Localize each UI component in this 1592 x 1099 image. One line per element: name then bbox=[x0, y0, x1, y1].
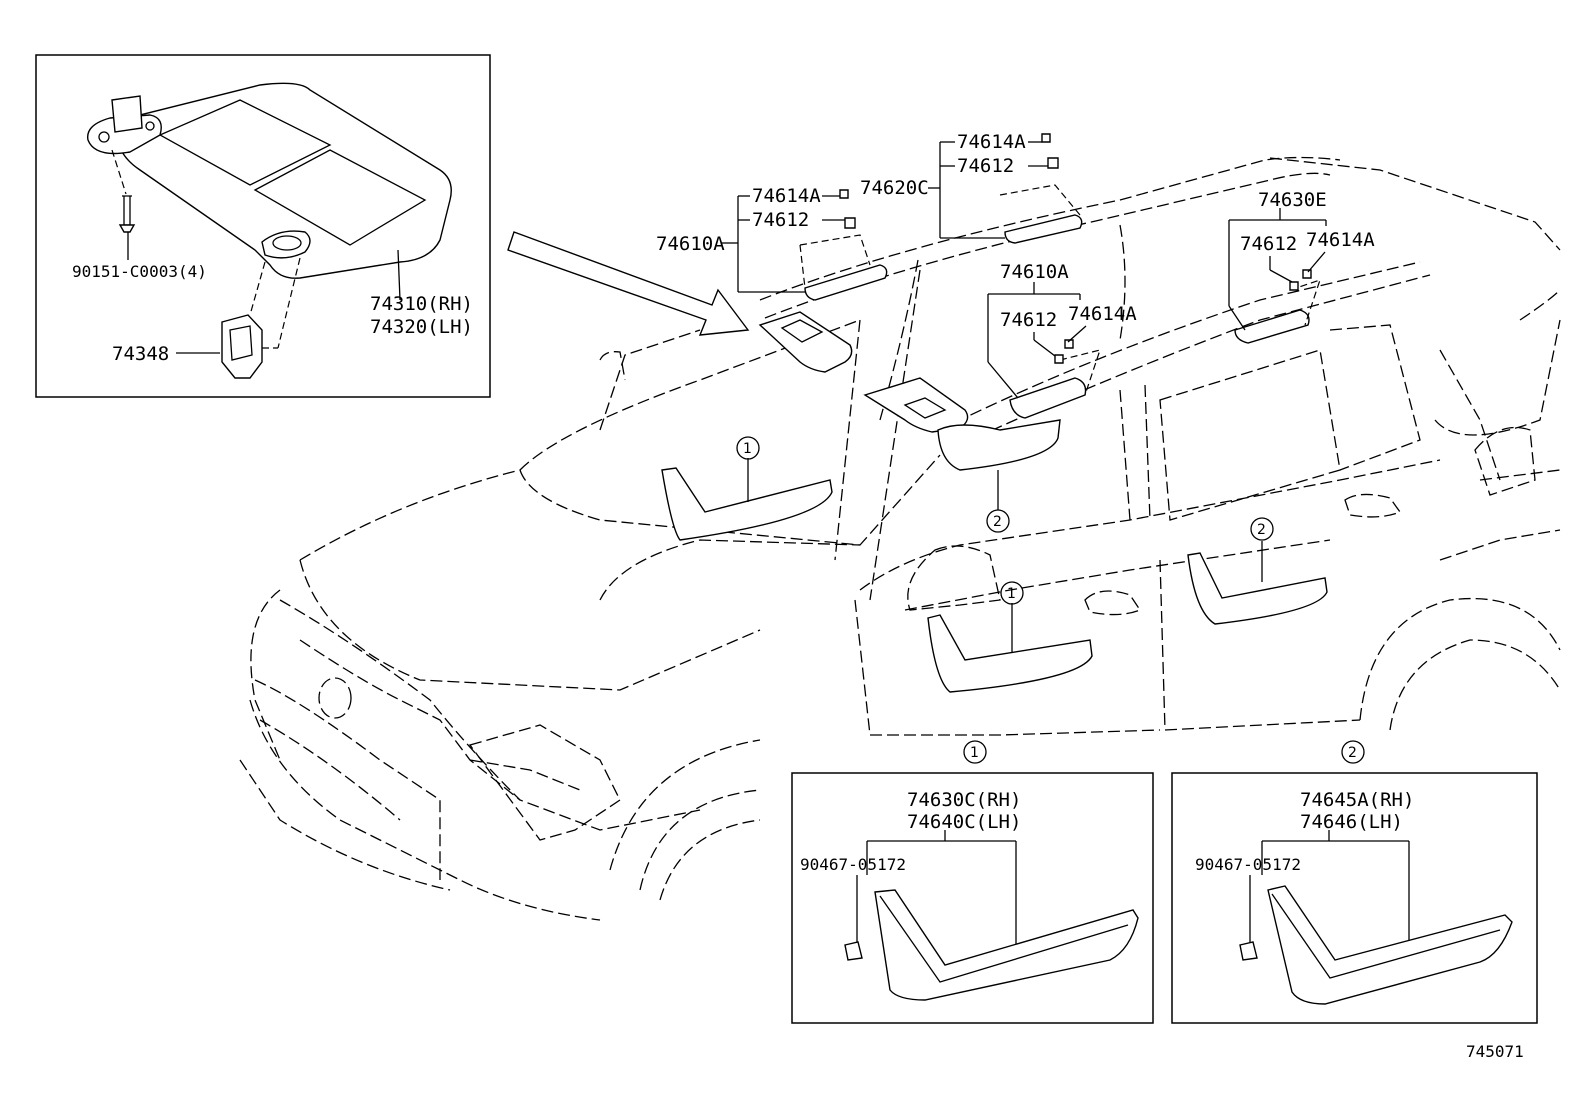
label-grip-fr-screw: 74612 bbox=[1000, 309, 1057, 331]
visor-right-car bbox=[863, 377, 969, 433]
inset-visor-box bbox=[35, 54, 491, 398]
label-visor-lh: 74320(LH) bbox=[370, 316, 473, 338]
label-grip-fl-base: 74610A bbox=[656, 233, 725, 255]
detail-2-part-lh: 74646(LH) bbox=[1300, 811, 1403, 833]
detail-2-marker: 2 bbox=[1348, 745, 1357, 761]
trim-front-left-car bbox=[661, 436, 833, 541]
detail-box-1 bbox=[791, 740, 1154, 1024]
detail-2-clip: 90467-05172 bbox=[1195, 855, 1301, 874]
callout-1-front: 1 bbox=[743, 441, 752, 457]
diagram-id: 745071 bbox=[1466, 1042, 1524, 1061]
label-grip-rear-screw: 74612 bbox=[1240, 233, 1297, 255]
label-grip-rr-base: 74620C bbox=[860, 177, 929, 199]
trim-front-door-car bbox=[927, 581, 1093, 693]
detail-1-part-lh: 74640C(LH) bbox=[907, 811, 1021, 833]
label-grip-rear-base: 74630E bbox=[1258, 189, 1327, 211]
trim-rear-door-car bbox=[1187, 517, 1328, 625]
pointer-arrow bbox=[507, 231, 750, 336]
label-grip-rear-cap: 74614A bbox=[1306, 229, 1375, 251]
grip-rear-roof bbox=[999, 133, 1083, 244]
detail-1-marker: 1 bbox=[970, 745, 979, 761]
label-grip-rr-screw: 74612 bbox=[957, 155, 1014, 177]
label-grip-fr-base: 74610A bbox=[1000, 261, 1069, 283]
trim-rear-left-car bbox=[937, 419, 1061, 533]
detail-2-part-rh: 74645A(RH) bbox=[1300, 789, 1414, 811]
detail-1-clip: 90467-05172 bbox=[800, 855, 906, 874]
label-holder-74348: 74348 bbox=[112, 343, 169, 365]
detail-1-part-rh: 74630C(RH) bbox=[907, 789, 1021, 811]
callout-2-door: 2 bbox=[1257, 522, 1266, 538]
callout-2-front: 2 bbox=[993, 514, 1002, 530]
label-grip-rr-cap: 74614A bbox=[957, 131, 1026, 153]
label-grip-fl-cap: 74614A bbox=[752, 185, 821, 207]
grip-front-right bbox=[1009, 339, 1101, 419]
grip-front-left bbox=[799, 189, 888, 301]
label-screw-90151: 90151-C0003(4) bbox=[72, 262, 207, 281]
leaders-top bbox=[722, 141, 1327, 399]
label-grip-fl-screw: 74612 bbox=[752, 209, 809, 231]
detail-box-2 bbox=[1171, 740, 1538, 1024]
visor-left-car bbox=[758, 311, 853, 373]
label-grip-fr-cap: 74614A bbox=[1068, 303, 1137, 325]
callout-1-door: 1 bbox=[1007, 586, 1016, 602]
grip-rear-right bbox=[1234, 269, 1321, 344]
label-visor-rh: 74310(RH) bbox=[370, 293, 473, 315]
